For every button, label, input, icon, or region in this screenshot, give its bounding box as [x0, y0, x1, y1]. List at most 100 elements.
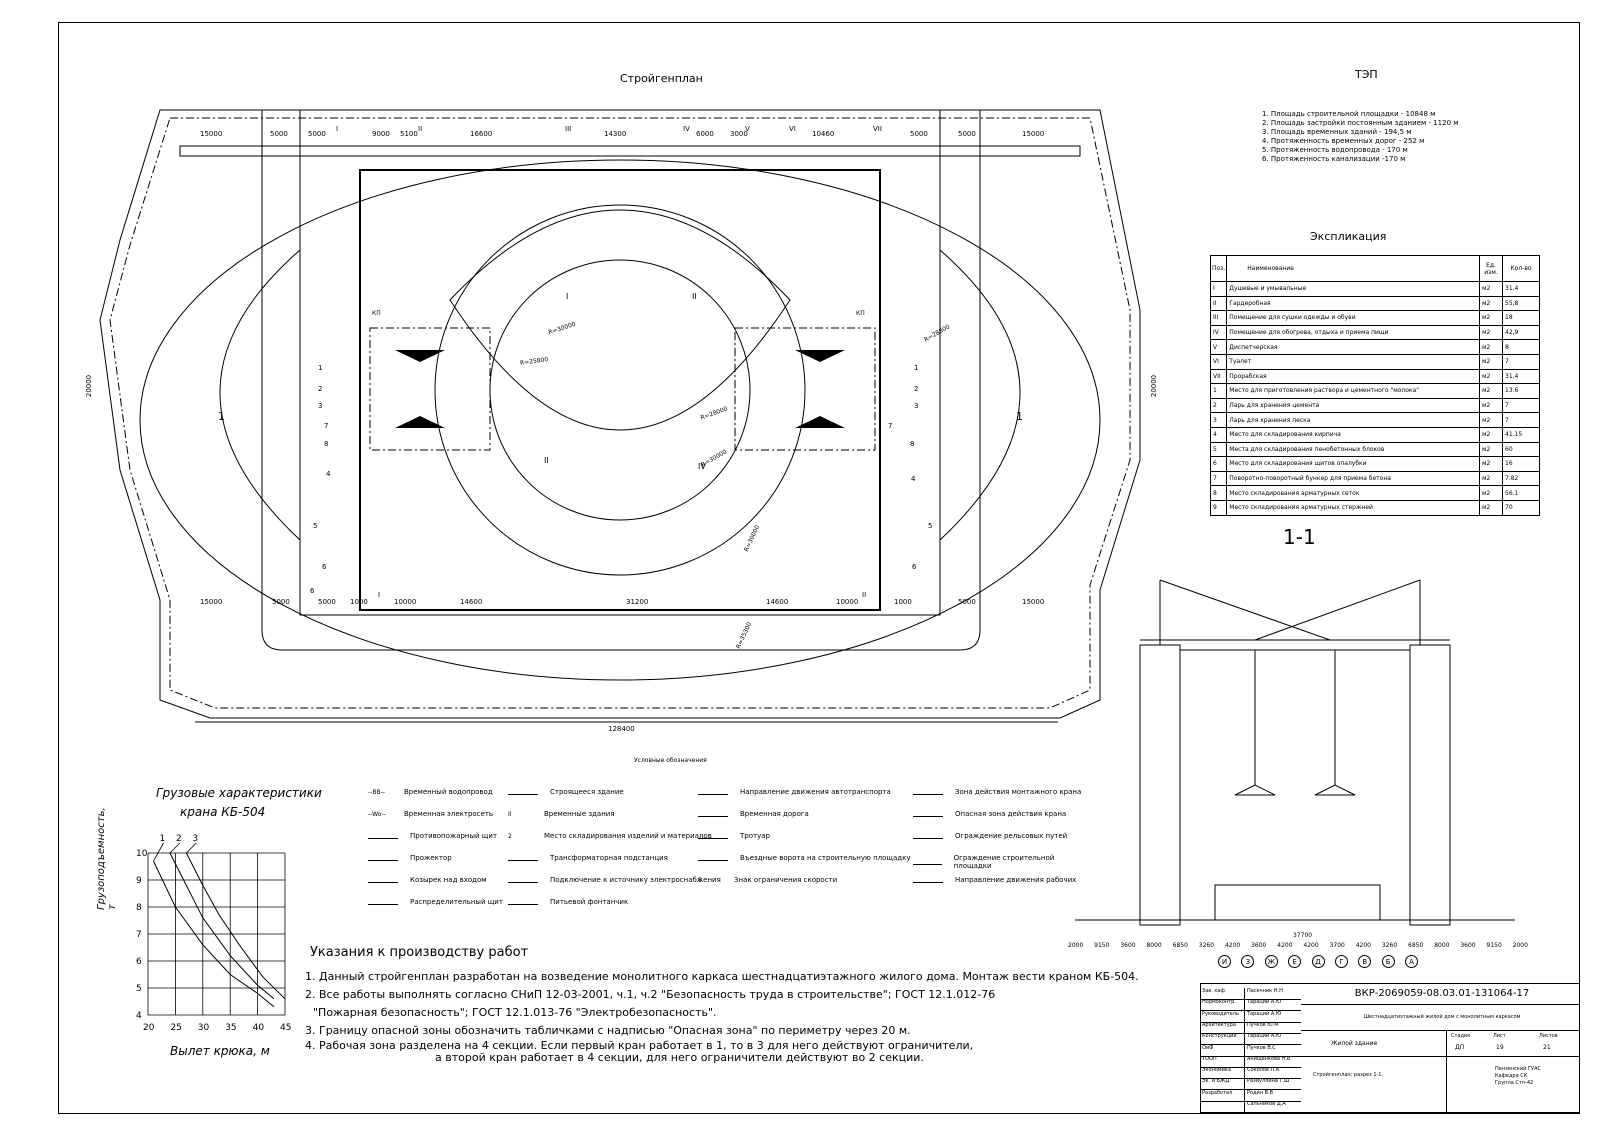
dim-bottom-7: 14600 [766, 598, 789, 606]
legend-symbol [508, 878, 538, 883]
stamp-org-3: Группа Стп-42 [1495, 1080, 1534, 1086]
row-name: Туалет [1226, 353, 1480, 370]
section-dim: 6850 [1172, 942, 1188, 949]
row-pos: II [1209, 295, 1228, 312]
section-dim: 3600 [1460, 942, 1476, 949]
row-name: Место для приготовления раствора и цемен… [1226, 383, 1480, 399]
row-name: Место для складирования щитов опалубки [1226, 456, 1480, 472]
stamp-person: Пучков В.С [1247, 1044, 1276, 1051]
section-axis: З [1241, 955, 1255, 968]
crane-track-left [369, 327, 491, 451]
bldg-mark-bottom-1: I [378, 591, 381, 599]
crane-left-label: КП [372, 310, 381, 317]
crane-lens [449, 209, 791, 431]
dim-top-3: 9000 [372, 130, 390, 138]
legend-title: Условные обозначения [634, 757, 707, 764]
legend-symbol [698, 834, 728, 839]
explication-title: Экспликация [1310, 230, 1387, 243]
dim-top-1: 5000 [270, 130, 288, 138]
legend-symbol [913, 812, 943, 817]
row-unit: м2 [1479, 353, 1503, 370]
legend-symbol [368, 878, 398, 883]
section-dim: 2000 [1512, 942, 1528, 949]
legend-symbol [368, 856, 398, 861]
instruction-line: 3. Границу опасной зоны обозначить табли… [305, 1024, 911, 1037]
section-axis: И [1218, 955, 1231, 968]
stamp-code: ВКР-2069059-08.03.01-131064-17 [1354, 988, 1530, 999]
row-unit: м2 [1479, 499, 1503, 516]
legend-text: Подключение к источнику электроснабжения [550, 876, 721, 884]
legend-symbol [913, 790, 943, 795]
legend-item: Направление движения рабочих [913, 876, 1076, 884]
stamp-org-1: Пензенский ГУАС [1495, 1066, 1541, 1072]
section-dim: 2000 [1068, 942, 1084, 949]
section-axis: Е [1288, 955, 1302, 968]
row-pos: 6 [1209, 456, 1228, 472]
row-unit: м2 [1479, 295, 1503, 312]
row-qty: 7.82 [1502, 470, 1540, 487]
row-qty: 16 [1502, 456, 1540, 472]
dim-top-10: 5000 [910, 130, 928, 138]
row-qty: 56.1 [1502, 485, 1540, 501]
row-unit: м2 [1479, 470, 1503, 487]
stamp-stage-val-2: 21 [1543, 1044, 1551, 1051]
section-dim: 3600 [1251, 942, 1267, 949]
section-axis: В [1358, 955, 1372, 968]
dim-top-9: 10460 [812, 130, 835, 138]
stamp-role: Архитектура [1201, 1021, 1245, 1033]
crane-zone-circle [434, 204, 806, 576]
row-name: Место складирования арматурных сеток [1226, 485, 1480, 501]
stamp-person: Родин В.В [1247, 1089, 1274, 1096]
stamp-role-row: Зав. каф.Пасечник Н.Н [1201, 988, 1301, 1000]
row-unit: м2 [1479, 368, 1503, 385]
stamp-stage-val-1: 19 [1496, 1044, 1504, 1051]
legend-symbol [368, 900, 398, 905]
dim-bottom-0: 15000 [200, 598, 223, 606]
row-qty: 55,8 [1502, 295, 1540, 312]
legend-symbol [698, 790, 728, 795]
left-mark-6: 6 [322, 563, 327, 571]
legend-item: Козырек над входом [368, 876, 487, 884]
section-dim: 4200 [1355, 942, 1371, 949]
bldg-mark-3: III [565, 125, 572, 133]
row-pos: 1 [1209, 383, 1228, 399]
row-pos: 9 [1209, 499, 1228, 516]
stamp-person: Анищенкова Н.В [1247, 1055, 1291, 1062]
stamp-person: Сальников Д.А [1247, 1101, 1286, 1107]
legend-item: Направление движения автотранспорта [698, 788, 891, 796]
building-outline [359, 169, 881, 611]
instruction-line: 1. Данный стройгенплан разработан на воз… [305, 970, 1139, 983]
left-mark-2: 2 [318, 385, 323, 393]
row-qty: 8 [1502, 339, 1540, 355]
legend-item: Ограждение строительной площадки [913, 854, 1088, 870]
stamp-role: Эк. и БЖД [1201, 1078, 1245, 1090]
bldg-mark-bottom-2: II [862, 591, 867, 599]
dim-bottom-3: 1000 [350, 598, 368, 606]
legend-symbol [698, 856, 728, 861]
legend-item: Тротуар [698, 832, 770, 840]
legend-item: Строящееся здание [508, 788, 624, 796]
dim-bottom-10: 5000 [958, 598, 976, 606]
stamp-building: Жилой здание [1331, 1040, 1378, 1047]
dim-top-11: 5000 [958, 130, 976, 138]
right-mark-3: 3 [914, 402, 919, 410]
dim-bottom-5: 14600 [460, 598, 483, 606]
dim-top-5: 16600 [470, 130, 493, 138]
row-name: Места для складирования пенобетонных бло… [1226, 441, 1480, 458]
legend-text: Опасная зона действия крана [955, 810, 1067, 818]
legend-text: Строящееся здание [550, 788, 624, 796]
row-name: Душевые и умывальные [1226, 281, 1480, 297]
legend-text: Трансформаторная подстанция [550, 854, 668, 862]
tep-item: 6. Протяженность канализации -170 м [1262, 155, 1406, 163]
side-dim-right: 20000 [1150, 374, 1159, 398]
stamp-person: Тараций А.Ю [1247, 1033, 1282, 1040]
left-mark-1: 1 [318, 364, 323, 372]
section-axis: Д [1311, 955, 1325, 968]
stamp-org-2: Кафедра СК [1495, 1073, 1528, 1079]
